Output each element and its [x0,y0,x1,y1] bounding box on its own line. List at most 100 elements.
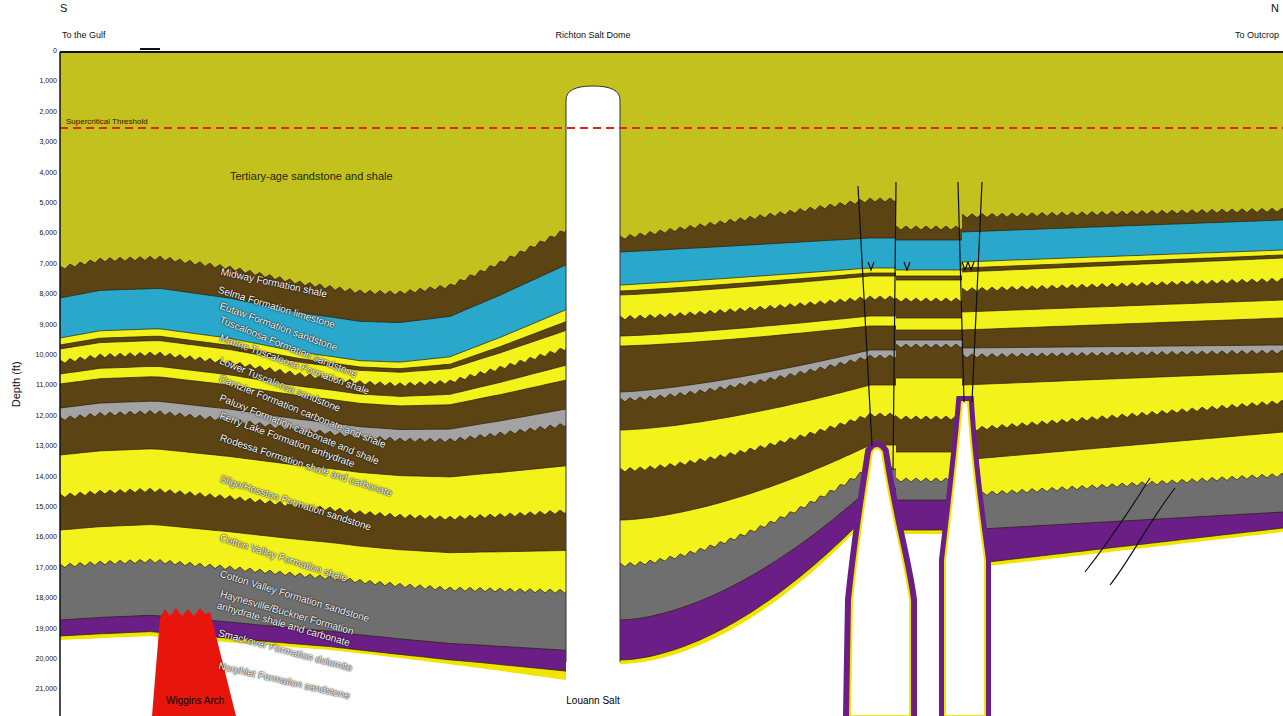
threshold-line [60,127,1283,129]
stratum-boundary [896,226,962,230]
direction-label: S [60,2,67,15]
stratum-band [962,532,1283,716]
stratum-band [60,331,566,716]
stratum-band [962,372,1283,716]
depth-axis [59,52,61,716]
salt-ridge-rim [850,448,910,716]
stratum-boundary [962,350,1283,358]
stratum-band [962,528,1283,716]
fault-line [1110,488,1175,585]
depth-tick: 14,000 [36,473,57,481]
stratum-boundary [60,525,566,553]
salt-ridge [850,448,910,716]
depth-tick: 21,000 [36,685,57,693]
stratum-boundary [620,276,896,295]
fault-line [893,182,896,470]
stratum-boundary [896,330,962,331]
depth-tick: 3,000 [39,138,57,146]
stratum-band [962,250,1283,716]
depth-tick: 17,000 [36,564,57,572]
salt-ridge [945,402,985,716]
stratum-boundary [896,240,962,241]
stratum-boundary [896,276,962,277]
stratum-band [962,432,1283,716]
depth-tick: 2,000 [39,108,57,116]
stratum-band [962,318,1283,716]
depth-tick: 13,000 [36,442,57,450]
direction-note: To the Gulf [62,30,106,40]
fault-line [1085,478,1150,572]
stratum-band [962,473,1283,716]
stratum-band [962,350,1283,716]
stratum-boundary [620,296,896,320]
depth-tick: 8,000 [39,290,57,298]
stratum-boundary [962,432,1283,460]
stratum-boundary [962,400,1283,432]
stratum-boundary [962,372,1283,385]
surface-line [60,51,1283,53]
stratum-band [60,636,566,716]
stratum-boundary [620,198,896,239]
direction-note: To Outcrop [1235,30,1279,40]
stratum-boundary [962,220,1283,232]
fault-line [958,182,964,402]
stratum-band [60,525,566,716]
stratum-band [60,322,566,716]
salt-label: Louann Salt [566,695,619,707]
stratum-boundary [896,416,962,420]
stratum-band [962,400,1283,716]
stratum-boundary [962,300,1283,312]
depth-tick: 7,000 [39,260,57,268]
depth-tick: 6,000 [39,229,57,237]
strata [60,198,1283,716]
stratum-band [60,348,566,716]
depth-tick: 19,000 [36,625,57,633]
stratum-boundary [962,278,1283,292]
depth-tick: 0 [53,47,57,55]
stratum-band [60,377,566,716]
depth-tick: 5,000 [39,199,57,207]
salt-dome [566,86,620,716]
stratum-boundary [962,258,1283,272]
tertiary-ground [60,52,1283,716]
salt-dome-outline [566,86,620,662]
stratum-band [962,208,1283,716]
stratum-band [962,278,1283,716]
stratum-band [962,345,1283,716]
stratum-band [60,411,566,716]
fault-arrows [868,262,974,270]
stratum-boundary [962,473,1283,497]
fault-line [972,182,982,402]
stratum-boundary [896,280,962,281]
depth-tick: 4,000 [39,169,57,177]
stratum-boundary [896,318,962,319]
stratum-boundary [962,208,1283,218]
stratum-band [60,632,566,716]
stratum-band [60,559,566,716]
depth-tick: 1,000 [39,77,57,85]
stratum-band [60,401,566,716]
stratum-band [60,449,566,716]
axis-title: Depth (ft) [10,361,23,407]
stratum-band [60,365,566,716]
stratum-boundary [896,378,962,379]
arch-label: Wiggins Arch [166,695,224,707]
depth-tick: 10,000 [36,351,57,359]
stratum-band [60,310,566,716]
threshold-label: Supercritical Threshold [66,117,148,126]
stratum-band [962,220,1283,716]
depth-tick: 18,000 [36,594,57,602]
depth-tick: 9,000 [39,321,57,329]
depth-tick: 16,000 [36,533,57,541]
stratum-band [60,230,566,716]
dome-title: Richton Salt Dome [555,30,630,40]
unit-label: Tertiary-age sandstone and shale [230,170,393,183]
direction-label: N [1271,2,1279,15]
depth-tick: 20,000 [36,655,57,663]
depth-tick: 12,000 [36,412,57,420]
stratum-boundary [896,298,962,302]
stratum-band [60,488,566,716]
faults [858,182,1175,585]
stratum-boundary [896,344,962,348]
